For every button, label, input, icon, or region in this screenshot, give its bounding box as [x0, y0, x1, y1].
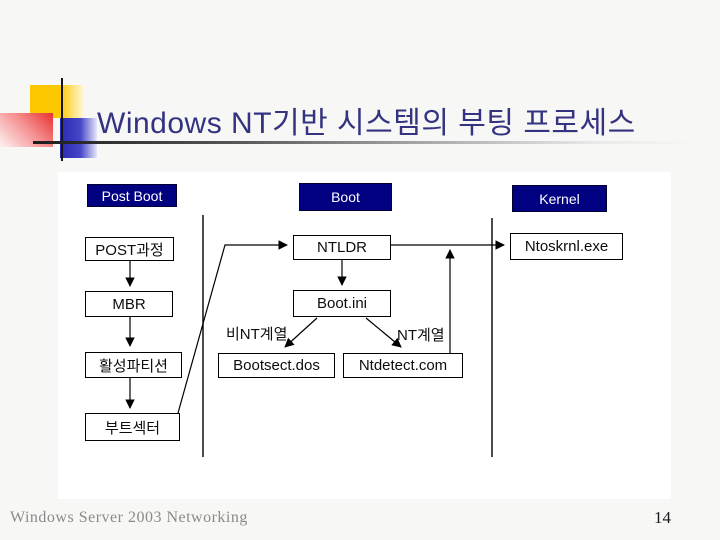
- branch-label-nt: NT계열: [397, 327, 445, 344]
- decoration-square-blue: [60, 118, 97, 158]
- node-ntdetect-com: Ntdetect.com: [343, 353, 463, 378]
- node-mbr: MBR: [85, 291, 173, 317]
- node-active-partition: 활성파티션: [85, 352, 182, 378]
- decoration-square-yellow: [30, 85, 84, 118]
- branch-label-non-nt: 비NT계열: [226, 326, 288, 343]
- phase-header-boot: Boot: [299, 183, 392, 211]
- node-boot-sector: 부트섹터: [85, 413, 180, 441]
- arrow-bootini-to-ntdetect: [365, 317, 402, 348]
- node-post-process: POST과정: [85, 237, 174, 261]
- node-ntldr: NTLDR: [293, 235, 391, 260]
- phase-header-kernel: Kernel: [512, 185, 607, 212]
- diagram-connectors: [125, 215, 505, 457]
- arrow-bootini-to-bootsectdos: [284, 317, 318, 348]
- node-ntoskrnl-exe: Ntoskrnl.exe: [510, 233, 623, 260]
- node-bootsect-dos: Bootsect.dos: [218, 353, 335, 378]
- diagram-panel: Post Boot Boot Kernel POST과정 MBR 활성파티션 부…: [58, 172, 671, 499]
- footer-text: Windows Server 2003 Networking: [10, 509, 248, 526]
- node-boot-ini: Boot.ini: [293, 290, 391, 317]
- phase-header-post-boot: Post Boot: [87, 184, 177, 207]
- page-number: 14: [654, 508, 671, 527]
- slide-title: Windows NT기반 시스템의 부팅 프로세스: [97, 107, 636, 140]
- decoration-vertical-line: [61, 78, 63, 161]
- title-underline-rule: [33, 141, 695, 144]
- arrow-bootsector-to-ntldr: [177, 240, 288, 414]
